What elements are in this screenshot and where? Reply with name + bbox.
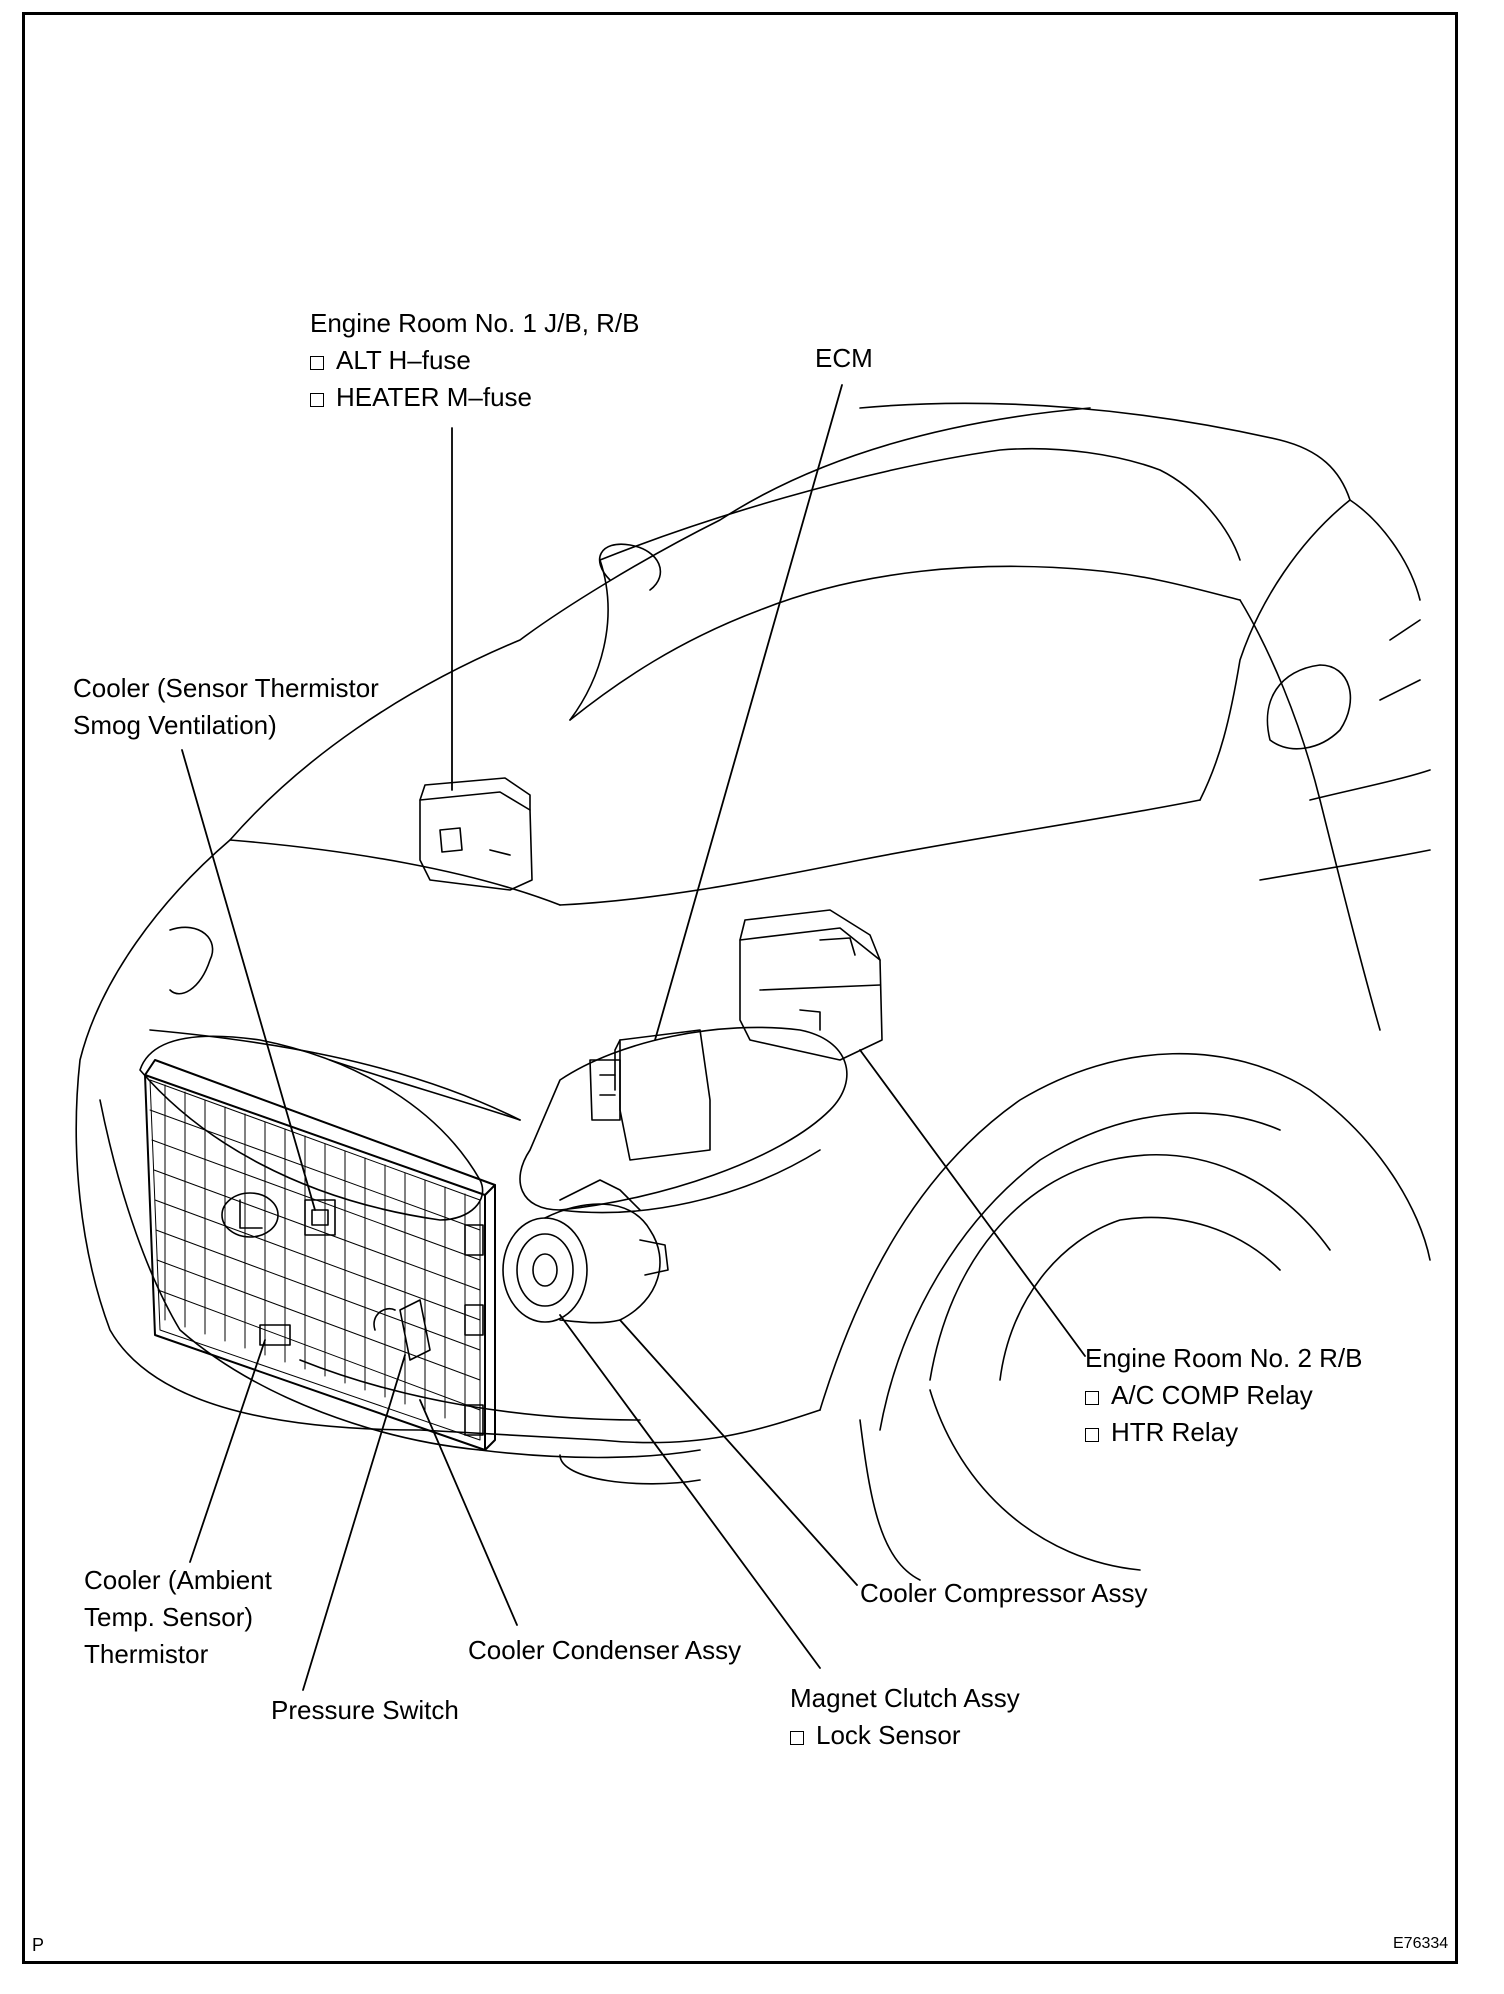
label-rb2-item-2: HTR Relay (1085, 1414, 1362, 1451)
checkbox-icon (310, 393, 324, 407)
label-clutch-title: Magnet Clutch Assy (790, 1683, 1020, 1713)
leader-rb2 (859, 1049, 1086, 1357)
label-clutch: Magnet Clutch Assy Lock Sensor (790, 1680, 1020, 1754)
label-ambient: Cooler (Ambient Temp. Sensor) Thermistor (84, 1565, 272, 1669)
label-pressure: Pressure Switch (271, 1695, 459, 1725)
leader-ecm (654, 384, 843, 1041)
rb2-drawing (739, 909, 883, 1061)
leader-clutch (559, 1314, 821, 1669)
corner-label-p: P (32, 1935, 45, 1955)
car-body-outline (75, 402, 1431, 1581)
leader-ambient (189, 1339, 266, 1563)
compressor-drawing (502, 1179, 669, 1324)
leader-pressure (302, 1354, 406, 1691)
label-rb2-title: Engine Room No. 2 R/B (1085, 1343, 1363, 1373)
label-compressor: Cooler Compressor Assy (860, 1578, 1148, 1608)
label-jb1-item-2: HEATER M–fuse (310, 379, 639, 416)
jb1-drawing (419, 777, 533, 891)
condenser-frame (144, 1059, 496, 1451)
leader-cooler-sensor (181, 749, 316, 1211)
checkbox-icon (310, 356, 324, 370)
leader-compressor (619, 1319, 858, 1586)
label-ecm: ECM (815, 343, 873, 373)
leader-lines (181, 384, 1086, 1691)
condenser-hatch (149, 1079, 481, 1441)
label-jb1-title: Engine Room No. 1 J/B, R/B (310, 308, 640, 338)
label-jb1-item-1: ALT H–fuse (310, 342, 639, 379)
checkbox-icon (1085, 1428, 1099, 1442)
checkbox-icon (1085, 1391, 1099, 1405)
leader-condenser (419, 1399, 518, 1626)
checkbox-icon (790, 1731, 804, 1745)
label-clutch-item-1: Lock Sensor (790, 1717, 1020, 1754)
diagram-frame (22, 12, 1458, 1964)
label-rb2-item-1: A/C COMP Relay (1085, 1377, 1362, 1414)
label-rb2: Engine Room No. 2 R/B A/C COMP Relay HTR… (1085, 1340, 1362, 1451)
label-cooler-sensor: Cooler (Sensor Thermistor Smog Ventilati… (73, 673, 379, 740)
label-jb1: Engine Room No. 1 J/B, R/B ALT H–fuse HE… (310, 305, 639, 416)
label-condenser: Cooler Condenser Assy (468, 1635, 742, 1665)
figure-id: E76334 (1393, 1935, 1449, 1952)
ecm-drawing (589, 1029, 711, 1161)
